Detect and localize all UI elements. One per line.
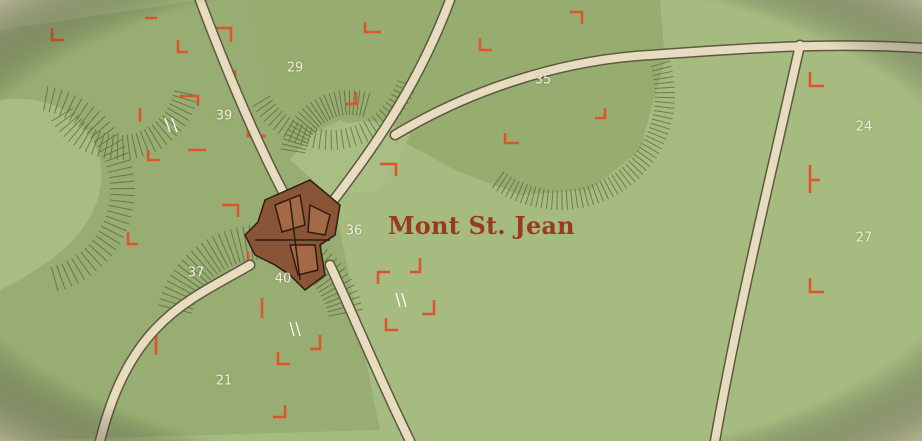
hex-number: 24 xyxy=(855,119,873,135)
hex-number: 35 xyxy=(534,72,552,88)
hex-number: 27 xyxy=(855,230,873,246)
place-label: Mont St. Jean xyxy=(388,211,575,240)
hex-number: 39 xyxy=(215,108,233,124)
hex-number: 36 xyxy=(345,223,363,239)
hex-number: 40 xyxy=(274,271,292,287)
hex-number: 29 xyxy=(286,60,304,76)
hex-number: 21 xyxy=(215,373,233,389)
hex-number: 37 xyxy=(187,265,205,281)
